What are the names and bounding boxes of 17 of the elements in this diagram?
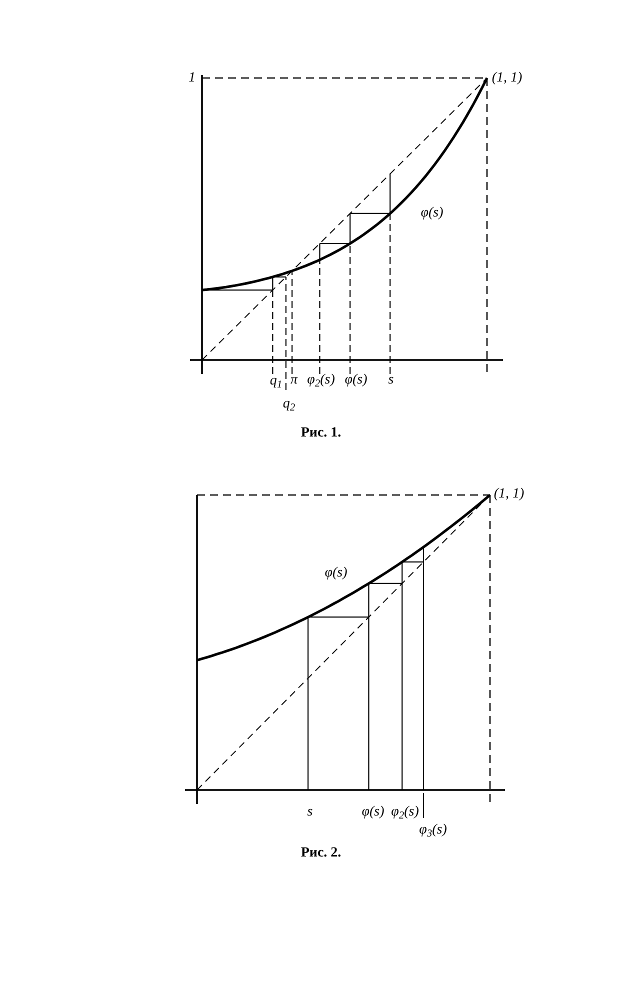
axis-label: q$_{2}$ bbox=[282, 396, 296, 414]
axis-label: (1, 1) bbox=[492, 70, 522, 88]
axis-label: φ(s) bbox=[324, 564, 348, 582]
axis-label: φ(s) bbox=[344, 372, 368, 390]
axis-label: q$_{1}$ bbox=[270, 372, 282, 392]
figure-caption: Рис. 1. bbox=[300, 424, 342, 442]
axis-label: π bbox=[290, 372, 298, 390]
axis-label: φ$_{2}$(s) bbox=[307, 372, 335, 390]
axis-label: φ$_{3}$(s) bbox=[419, 822, 447, 840]
axis-label: (1, 1) bbox=[494, 486, 524, 504]
axis-label: φ$_{2}$(s) bbox=[391, 804, 419, 822]
axis-label: φ(s) bbox=[362, 804, 384, 822]
axis-label: φ(s) bbox=[420, 204, 444, 222]
axis-label: s bbox=[307, 804, 313, 822]
axis-label: 1 bbox=[188, 70, 196, 88]
axis-label: s bbox=[388, 372, 394, 390]
figure-caption: Рис. 2. bbox=[300, 844, 342, 862]
